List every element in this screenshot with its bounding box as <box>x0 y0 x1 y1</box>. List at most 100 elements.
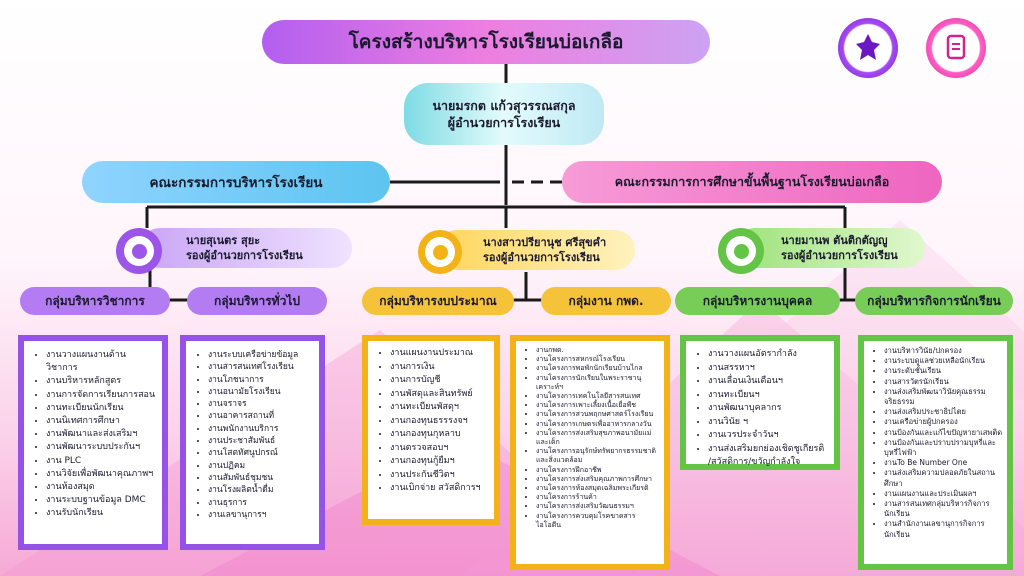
list-item: งานโครงการสวนพฤกษศาสตร์โรงเรียน <box>536 410 660 419</box>
list-item: งานโสตทัศนูปกรณ์ <box>208 447 313 459</box>
list-item: งานทะเบียนฯ <box>708 389 828 403</box>
list-item: งานโครงการส่งเสริมสุขภาพอนามัยแม่และเด็ก <box>536 429 660 447</box>
list-item: งานสารวัตรนักเรียน <box>884 377 1003 387</box>
director-name: นายมรกต แก้วสุวรรณสกุล <box>432 98 576 113</box>
deputy-box-2: นางสาวปรียานุช ศรีสุขคำ รองผู้อำนวยการโร… <box>437 230 635 270</box>
list-item: งานพัสดุและสินทรัพย์ <box>390 388 488 402</box>
list-item: งานประกันชีวิตฯ <box>390 469 488 483</box>
list-item: งานส่งเสริมพัฒนาวินัยคุณธรรมจริยธรรม <box>884 387 1003 407</box>
list-item: งานอนามัยโรงเรียน <box>208 386 313 398</box>
list-item: งานพนักงานบริการ <box>208 423 313 435</box>
list-item: งานโครงการอนุรักษ์ทรัพยากรธรรมชาติและสิ่… <box>536 447 660 465</box>
list-item: งานกองทุนธรรรงจฯ <box>390 415 488 429</box>
deputy-box-1: นายสุเนตร สุยะ รองผู้อำนวยการโรงเรียน <box>140 228 352 268</box>
list-item: งานโครงการเทคโนโลยีสารสนเทศ <box>536 392 660 401</box>
list-item: งานโครงการส่งเสริมคุณภาพการศึกษา <box>536 475 660 484</box>
list-item: งานโรงผลิตน้ำดื่ม <box>208 484 313 496</box>
list-item: งานนิเทศการศึกษา <box>46 415 156 428</box>
group-general-label: กลุ่มบริหารทั่วไป <box>187 287 327 315</box>
list-item: งานส่งเสริมยกย่องเชิดชูเกียรติ /สวัสดิกา… <box>708 443 828 470</box>
list-item: งานการบัญชี <box>390 374 488 388</box>
list-item: งานแผนงานประมาณ <box>390 347 488 361</box>
deputy-position: รองผู้อำนวยการโรงเรียน <box>483 251 600 264</box>
list-item: งานโครงการควบคุมโรคขาดสารไอโอดีน <box>536 512 660 530</box>
list-item: งานปฏิคม <box>208 460 313 472</box>
group-kpd-label: กลุ่มงาน กพด. <box>541 287 671 315</box>
list-item: งานโครงการนักเรียนในพระราชานุเคราะห์ฯ <box>536 374 660 392</box>
list-item: งานระบบฐานข้อมูล DMC <box>46 494 156 507</box>
list-item: งานกองทุนกู้ยืมฯ <box>390 455 488 469</box>
list-item: งานรับนักเรียน <box>46 507 156 520</box>
list-item: งานทะเบียนพัสดุฯ <box>390 401 488 415</box>
list-item: งานวางแผนงานด้านวิชาการ <box>46 349 156 375</box>
list-item: งานสรรหาฯ <box>708 362 828 376</box>
green-ring-icon <box>718 228 764 274</box>
deputy-box-3: นายมานพ ตันติกตัญญู รองผู้อำนวยการโรงเรี… <box>735 228 925 268</box>
school-board-box: คณะกรรมการบริหารโรงเรียน <box>82 161 390 203</box>
group-budget-label: กลุ่มบริหารงบประมาณ <box>362 287 514 315</box>
list-item: งานTo Be Number One <box>884 458 1003 468</box>
list-item: งานโครงการห้องสมุดเฉลิมพระเกียรติ <box>536 484 660 493</box>
list-item: งานระบบเครือข่ายข้อมูล <box>208 349 313 361</box>
list-item: งานกพด. <box>536 346 660 355</box>
list-item: งานป้องกันและแก้ไขปัญหายาเสพติด <box>884 428 1003 438</box>
school-emblem-icon <box>838 18 898 78</box>
deputy-name: นางสาวปรียานุช ศรีสุขคำ <box>483 236 607 249</box>
list-item: งานการเงิน <box>390 361 488 375</box>
list-item: งานการจัดการเรียนการสอน <box>46 389 156 402</box>
list-item: งานเครือข่ายผู้ปกครอง <box>884 417 1003 427</box>
group-personnel-label: กลุ่มบริหารงานบุคคล <box>675 287 840 315</box>
list-item: งานทะเบียนนักเรียน <box>46 402 156 415</box>
list-item: งานสารสนเทศโรงเรียน <box>208 361 313 373</box>
list-item: งานสัมพันธ์ชุมชน <box>208 472 313 484</box>
list-item: งานโภชนาการ <box>208 374 313 386</box>
list-item: งานระบบดูแลช่วยเหลือนักเรียน <box>884 356 1003 366</box>
list-item: งานส่งเสริมความปลอดภัยในสถานศึกษา <box>884 468 1003 488</box>
list-item: งานพัฒนาบุคลากร <box>708 402 828 416</box>
list-item: งานจราจร <box>208 398 313 410</box>
list-item: งานกองทุนกุหลาบ <box>390 428 488 442</box>
yellow-ring-icon <box>418 230 462 274</box>
list-item: งานโครงการเพาะเลี้ยงเนื้อเยื่อพืช <box>536 401 660 410</box>
group-student-affairs-panel: งานบริหารวินัย/ปกครองงานระบบดูแลช่วยเหลื… <box>858 335 1013 570</box>
list-item: งานธุรการ <box>208 497 313 509</box>
list-item: งานโครงการร้านค้า <box>536 493 660 502</box>
list-item: งานวินัย ฯ <box>708 416 828 430</box>
list-item: งานเลขานุการฯ <box>208 509 313 521</box>
list-item: งานโครงการเกษตรเพื่ออาหารกลางวัน <box>536 420 660 429</box>
director-box: นายมรกต แก้วสุวรรณสกุล ผู้อำนวยการโรงเรี… <box>404 83 604 145</box>
list-item: งานโครงการฝึกอาชีพ <box>536 466 660 475</box>
group-general-panel: งานระบบเครือข่ายข้อมูลงานสารสนเทศโรงเรีย… <box>180 335 325 550</box>
group-budget-panel: งานแผนงานประมาณงานการเงินงานการบัญชีงานพ… <box>362 335 500 525</box>
list-item: งานสารสนเทศกลุ่มบริหารกิจการนักเรียน <box>884 499 1003 519</box>
list-item: งานเลื่อนเงินเดือนฯ <box>708 375 828 389</box>
group-academic-label: กลุ่มบริหารวิชาการ <box>20 287 170 315</box>
list-item: งานพัฒนาและส่งเสริมฯ <box>46 428 156 441</box>
list-item: งานส่งเสริมประชาธิปไตย <box>884 407 1003 417</box>
list-item: งานวิจัยเพื่อพัฒนาคุณภาพฯ <box>46 468 156 481</box>
group-student-affairs-label: กลุ่มบริหารกิจการนักเรียน <box>855 287 1013 315</box>
deputy-name: นายสุเนตร สุยะ <box>186 234 261 247</box>
list-item: งานสำนักงานเลขานุการกิจการนักเรียน <box>884 519 1003 539</box>
purple-ring-icon <box>116 228 162 274</box>
list-item: งานพัฒนาระบบประกันฯ <box>46 441 156 454</box>
basic-education-board-box: คณะกรรมการการศึกษาขั้นพื้นฐานโรงเรียนบ่อ… <box>562 161 942 203</box>
group-academic-panel: งานวางแผนงานด้านวิชาการงานบริหารหลักสูตร… <box>18 335 168 550</box>
school-seal-icon <box>926 18 986 78</box>
list-item: งานอาคารสถานที่ <box>208 410 313 422</box>
group-kpd-panel: งานกพด.งานโครงการสหกรณ์โรงเรียนงานโครงกา… <box>510 335 670 570</box>
group-personnel-panel: งานวางแผนอัตรากำลังงานสรรหาฯงานเลื่อนเงิ… <box>680 335 840 470</box>
list-item: งานโครงการส่งเสริมวัฒนธรรมฯ <box>536 502 660 511</box>
list-item: งานเบิกจ่าย สวัสดิการฯ <box>390 482 488 496</box>
list-item: งานโครงการสหกรณ์โรงเรียน <box>536 355 660 364</box>
director-position: ผู้อำนวยการโรงเรียน <box>447 115 561 130</box>
list-item: งานวางแผนอัตรากำลัง <box>708 348 828 362</box>
deputy-position: รองผู้อำนวยการโรงเรียน <box>781 249 898 262</box>
deputy-position: รองผู้อำนวยการโรงเรียน <box>186 249 303 262</box>
list-item: งานบริหารหลักสูตร <box>46 375 156 388</box>
list-item: งานระดับชั้นเรียน <box>884 366 1003 376</box>
list-item: งานประชาสัมพันธ์ <box>208 435 313 447</box>
list-item: งานเวรประจำวันฯ <box>708 429 828 443</box>
list-item: งานป้องกันและปราบปรามบุหรี่และบุหรี่ไฟฟ้… <box>884 438 1003 458</box>
list-item: งานแผนงานและประเมินผลฯ <box>884 489 1003 499</box>
